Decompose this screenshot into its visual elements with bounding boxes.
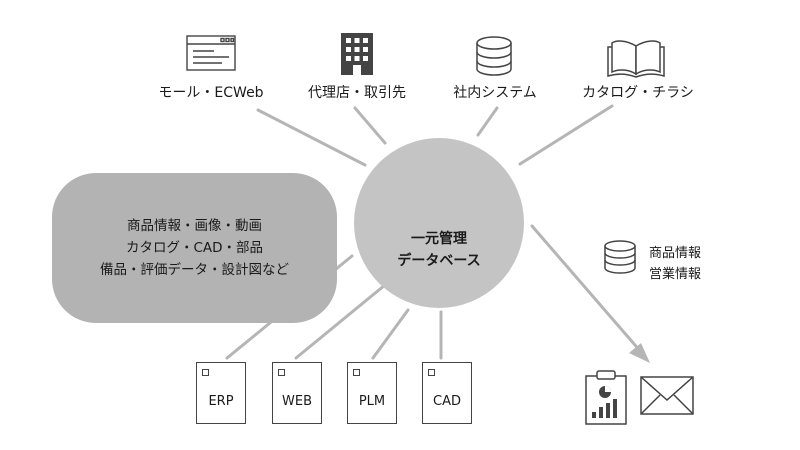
system-label-web: WEB — [282, 394, 312, 409]
data-types-panel: 商品情報・画像・動画 カタログ・CAD・部品 備品・評価データ・設計図など — [52, 173, 337, 323]
clipboard-report-icon — [585, 370, 627, 425]
output-label-sales: 営業情報 — [649, 267, 702, 282]
hub-title-line1: 一元管理 — [411, 231, 467, 247]
output-arrowhead — [629, 343, 650, 363]
central-database-hub: 一元管理 データベース — [354, 138, 524, 308]
connector-web — [294, 283, 387, 360]
system-label-plm: PLM — [358, 394, 386, 409]
hub-title-line2: データベース — [397, 253, 481, 269]
system-box-erp: ERP — [196, 362, 246, 424]
connector-output — [530, 224, 643, 354]
browser-window-icon — [186, 35, 236, 71]
output-database-icon — [604, 240, 636, 274]
output-labels: 商品情報 営業情報 — [649, 243, 701, 285]
data-types-line1: 商品情報・画像・動画 — [127, 218, 262, 234]
database-icon — [476, 36, 512, 76]
source-label-agency: 代理店・取引先 — [308, 85, 406, 101]
source-label-mall: モール・ECWeb — [158, 85, 264, 101]
building-icon — [341, 33, 373, 75]
source-label-catalog: カタログ・チラシ — [582, 85, 694, 101]
connector-agency — [353, 106, 387, 145]
system-box-plm: PLM — [347, 362, 397, 424]
open-book-icon — [607, 40, 665, 78]
connector-catalog — [518, 104, 614, 166]
system-label-cad: CAD — [433, 394, 461, 409]
data-types-line3: 備品・評価データ・設計図など — [100, 262, 289, 278]
connector-mall — [256, 108, 367, 167]
system-box-cad: CAD — [422, 362, 472, 424]
system-box-web: WEB — [272, 362, 322, 424]
connector-internal — [476, 106, 499, 137]
connector-plm — [371, 308, 410, 360]
output-label-product: 商品情報 — [649, 246, 702, 261]
system-label-erp: ERP — [208, 394, 234, 409]
source-label-internal: 社内システム — [453, 85, 537, 101]
envelope-icon — [640, 376, 694, 415]
data-types-line2: カタログ・CAD・部品 — [125, 240, 264, 256]
